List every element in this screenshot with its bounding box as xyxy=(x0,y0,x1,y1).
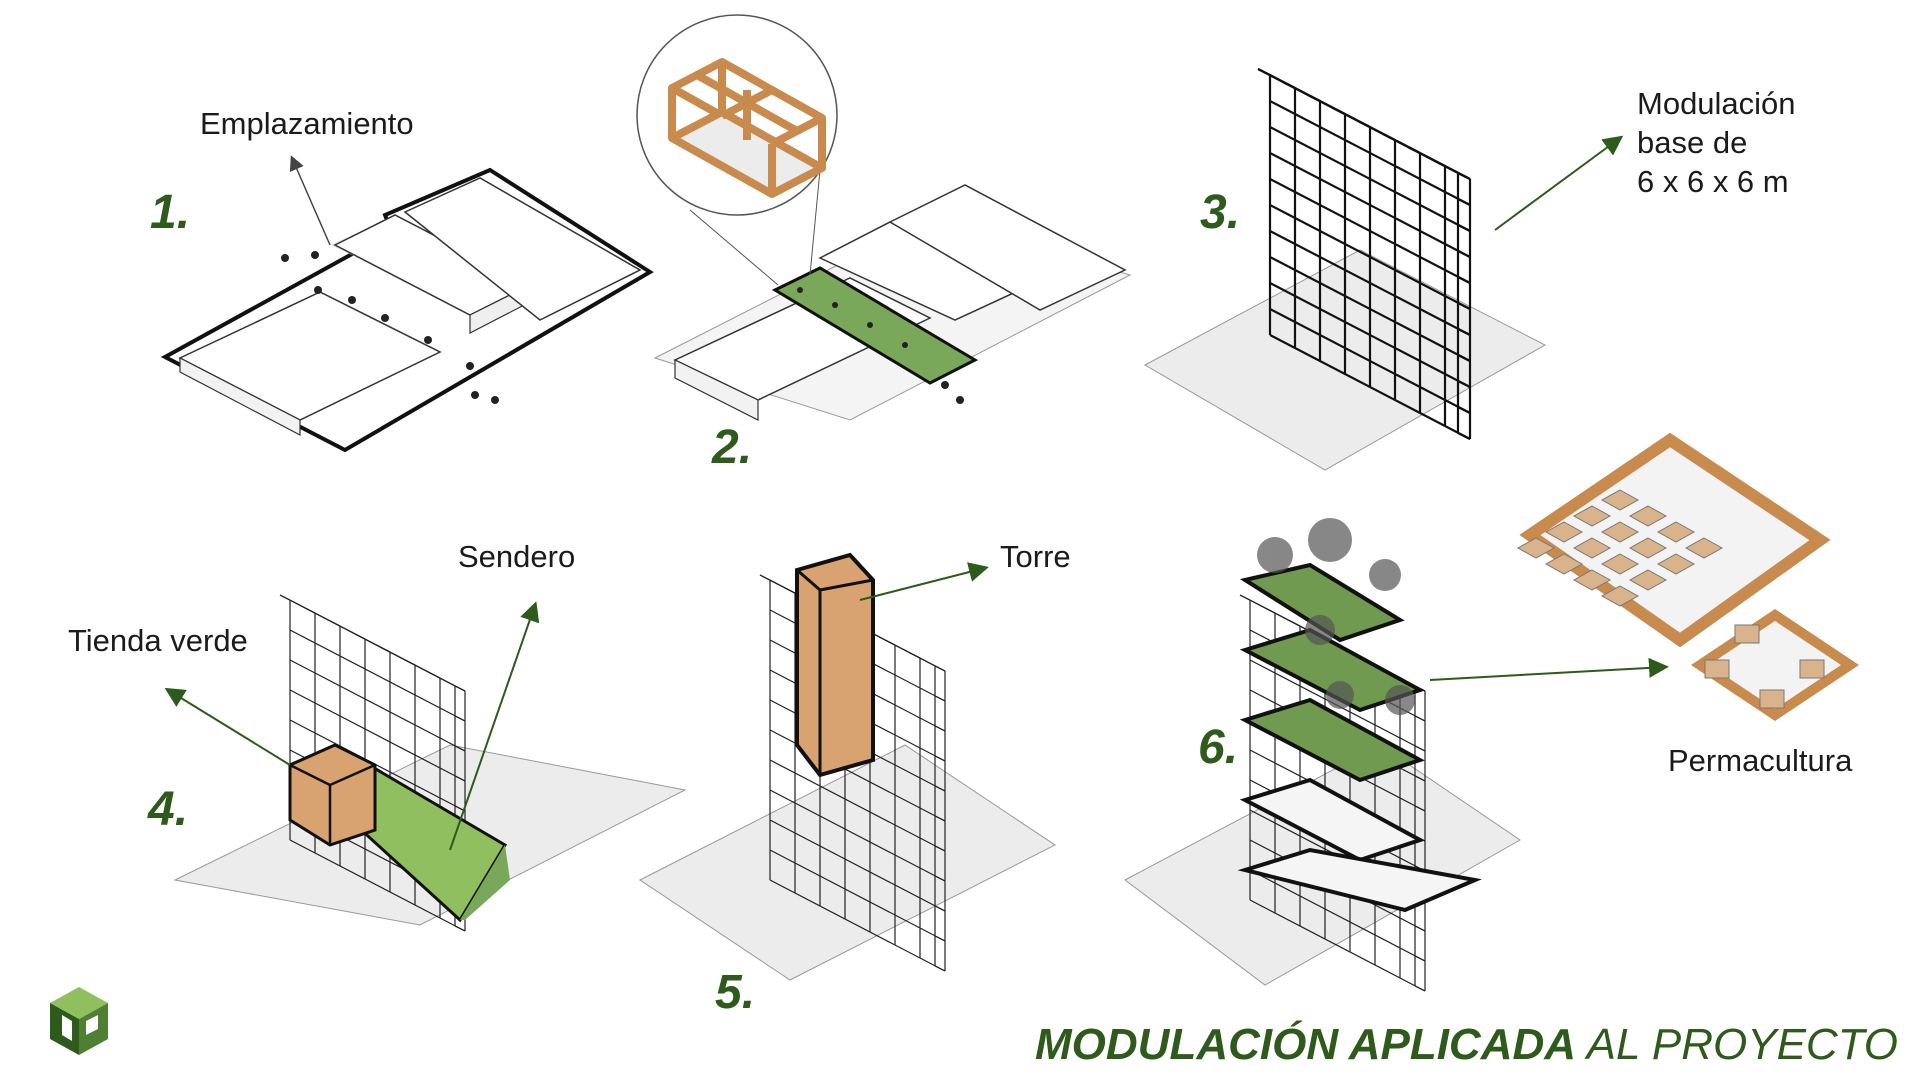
label-emplazamiento: Emplazamiento xyxy=(200,106,414,141)
step4-shop-path xyxy=(164,594,687,932)
step1-site xyxy=(160,155,654,453)
label-torre: Torre xyxy=(1000,539,1071,574)
page-title: MODULACIÓN APLICADA AL PROYECTO xyxy=(1035,1020,1898,1070)
step-number-5: 5. xyxy=(715,966,756,1019)
step3-grid xyxy=(1143,68,1624,471)
step-number-1: 1. xyxy=(150,186,191,239)
step5-tower xyxy=(639,552,1056,981)
logo-icon xyxy=(50,987,108,1055)
step6-gardens xyxy=(1124,432,1860,992)
title-bold: MODULACIÓN APLICADA xyxy=(1035,1020,1577,1069)
step-number-4: 4. xyxy=(148,783,189,836)
step-number-2: 2. xyxy=(712,421,753,474)
label-sendero: Sendero xyxy=(458,539,576,574)
title-regular: AL PROYECTO xyxy=(1586,1020,1898,1069)
label-tienda-verde: Tienda verde xyxy=(68,623,248,658)
step2-strip xyxy=(636,14,1132,421)
step-number-6: 6. xyxy=(1198,721,1239,774)
label-permacultura: Permacultura xyxy=(1668,743,1853,778)
step-number-3: 3. xyxy=(1200,186,1241,239)
label-modulation-base: Modulación base de 6 x 6 x 6 m xyxy=(1637,86,1796,199)
